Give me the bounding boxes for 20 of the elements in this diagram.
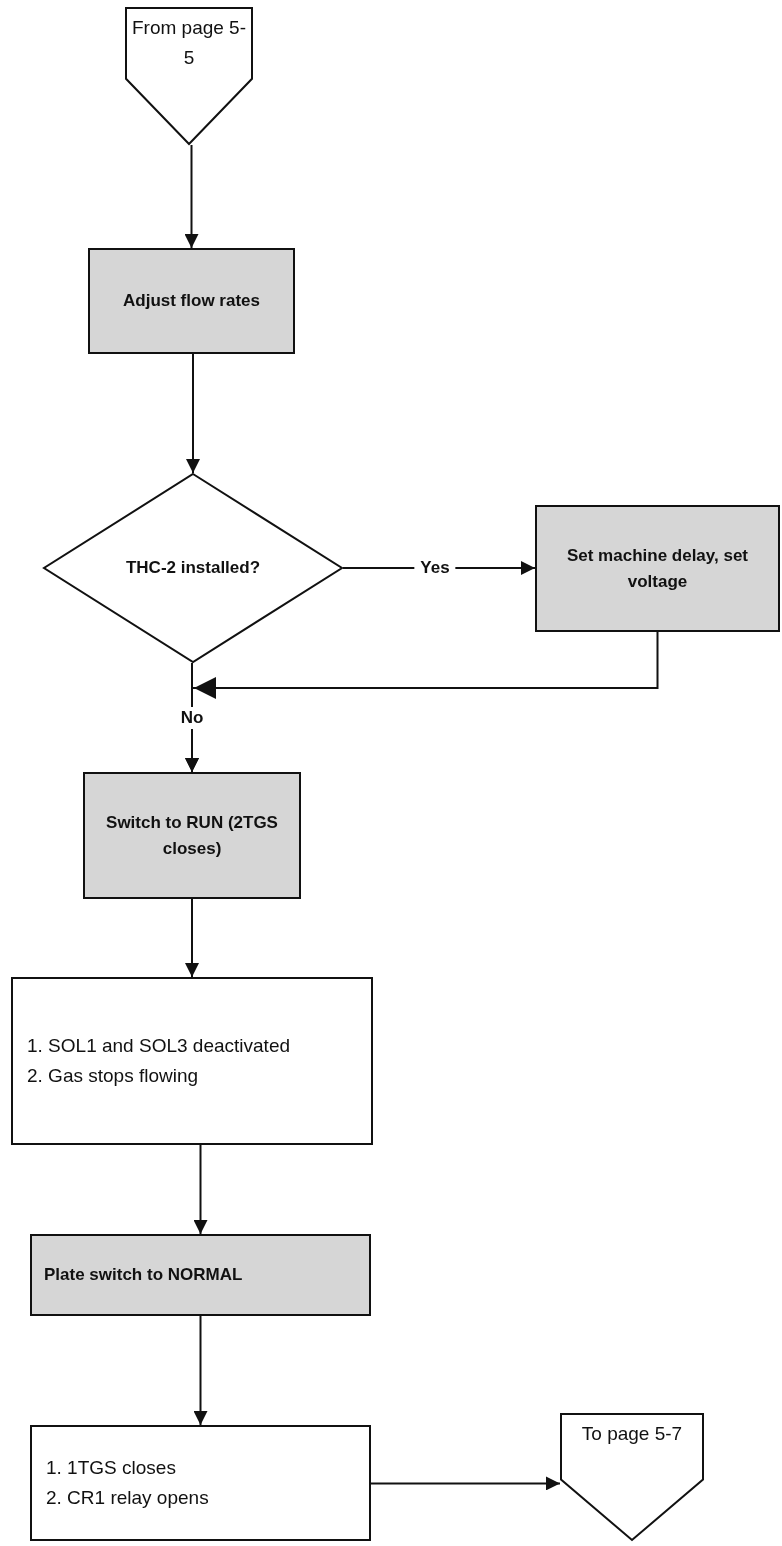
off-page-connector — [125, 7, 253, 145]
node-label: THC-2 installed? — [125, 557, 261, 579]
node-label: Switch to RUN (2TGS closes) — [105, 811, 279, 860]
process-box — [88, 248, 295, 354]
list-item: 1. 1TGS closes — [46, 1456, 176, 1480]
node-label: Set machine delay, set voltage — [565, 544, 750, 593]
list-item: 2. Gas stops flowing — [27, 1064, 199, 1088]
node-label: To page 5-7 — [581, 1422, 683, 1446]
process-box — [11, 977, 373, 1145]
process-box — [30, 1425, 371, 1541]
node-label: Adjust flow rates — [123, 290, 260, 312]
off-page-connector — [560, 1413, 704, 1541]
process-box — [30, 1234, 371, 1316]
list-item: 2. CR1 relay opens — [46, 1486, 209, 1510]
process-box — [535, 505, 780, 632]
node-label: From page 5-5 — [131, 16, 247, 70]
decision-diamond — [43, 473, 343, 663]
node-label: Plate switch to NORMAL — [44, 1264, 243, 1286]
process-box — [83, 772, 301, 899]
list-item: 1. SOL1 and SOL3 deactivated — [27, 1034, 290, 1058]
